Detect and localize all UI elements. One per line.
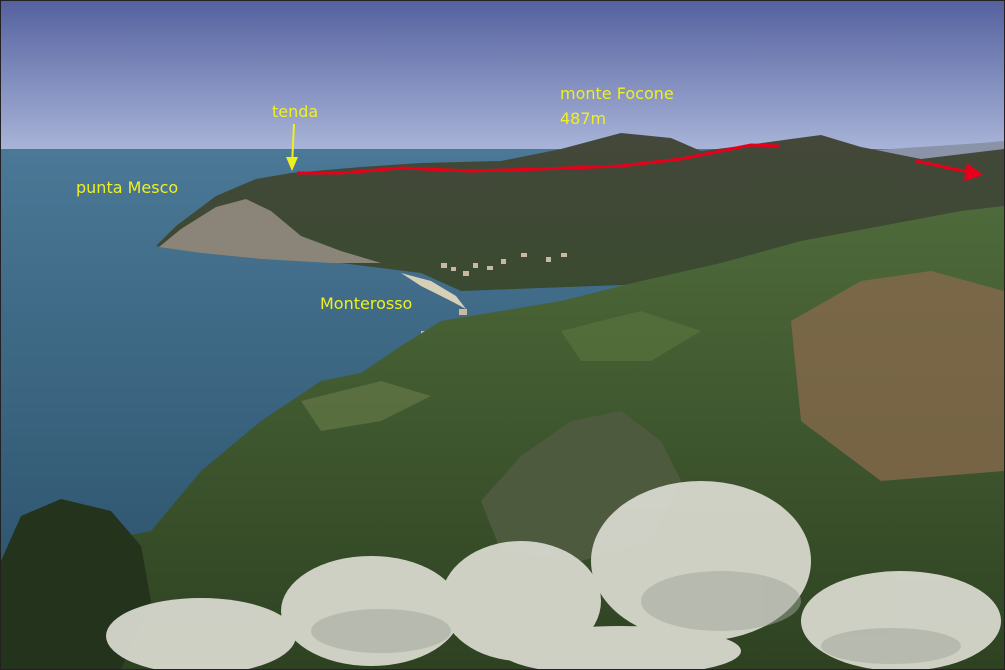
route-line	[297, 143, 780, 175]
label-monte-focone: monte Focone	[560, 84, 674, 103]
label-punta-mesco: punta Mesco	[76, 178, 179, 197]
label-monterosso: Monterosso	[320, 294, 413, 313]
route-arrow-line	[915, 159, 974, 175]
sky	[1, 1, 1004, 153]
label-tenda: tenda	[272, 102, 319, 121]
monterosso-beach	[401, 273, 466, 309]
label-monte-focone-altitude: 487m	[560, 109, 607, 128]
route-arrow-head	[964, 163, 983, 181]
brown-shrubs	[791, 271, 1004, 481]
mesco-cliffs	[159, 199, 381, 263]
tenda-arrow-head	[286, 157, 298, 171]
